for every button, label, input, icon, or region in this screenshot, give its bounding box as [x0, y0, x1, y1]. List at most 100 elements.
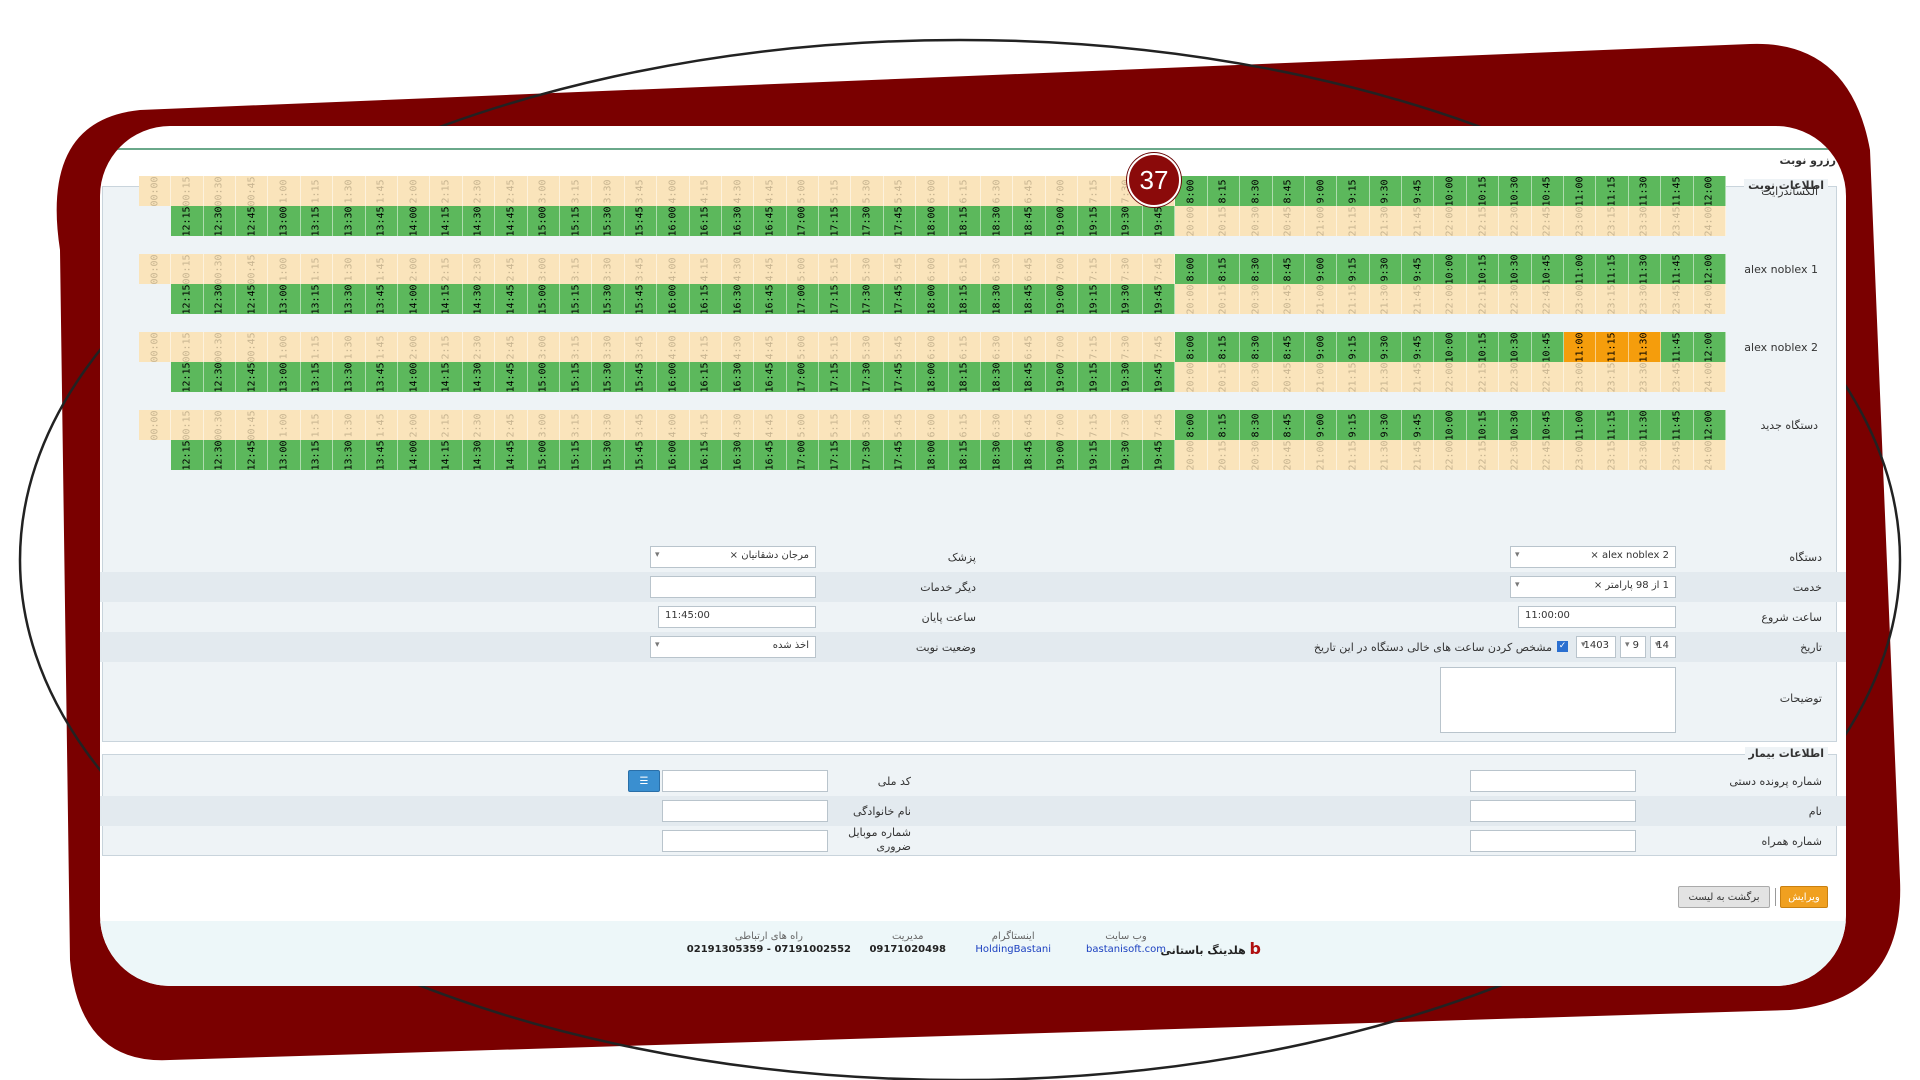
time-slot[interactable]: 13:15 [300, 206, 334, 236]
emergency-mobile-input[interactable] [662, 830, 828, 852]
time-slot[interactable]: 17:00 [786, 362, 820, 392]
time-slot[interactable]: 6:00 [916, 410, 949, 440]
time-slot[interactable]: 17:00 [786, 440, 820, 470]
time-slot[interactable]: 7:30 [1110, 332, 1143, 362]
time-slot[interactable]: 3:15 [559, 254, 593, 284]
time-slot[interactable]: 13:45 [365, 362, 398, 392]
time-slot[interactable]: 16:15 [689, 206, 722, 236]
time-slot[interactable]: 4:15 [689, 254, 722, 284]
time-slot[interactable]: 7:15 [1078, 254, 1111, 284]
time-slot[interactable]: 11:30 [1628, 254, 1662, 284]
time-slot[interactable]: 4:00 [657, 176, 690, 206]
time-slot[interactable]: 3:15 [559, 176, 593, 206]
time-slot[interactable]: 11:00 [1564, 176, 1597, 206]
time-slot[interactable]: 15:15 [559, 206, 593, 236]
time-slot[interactable]: 16:15 [689, 440, 722, 470]
time-slot[interactable]: 00:00 [138, 410, 172, 440]
time-slot[interactable]: 3:30 [592, 176, 625, 206]
time-slot[interactable]: 16:15 [689, 284, 722, 314]
time-slot[interactable]: 12:30 [203, 284, 237, 314]
time-slot[interactable]: 6:15 [948, 254, 982, 284]
edit-button[interactable]: ویرایش [1780, 886, 1828, 908]
time-slot[interactable]: 11:15 [1596, 176, 1629, 206]
time-slot[interactable]: 7:00 [1045, 254, 1079, 284]
time-slot[interactable]: 17:45 [883, 440, 917, 470]
time-slot[interactable]: 18:30 [981, 440, 1014, 470]
time-slot[interactable]: 10:00 [1434, 332, 1467, 362]
time-slot[interactable]: 13:45 [365, 284, 398, 314]
time-slot[interactable]: 16:30 [721, 440, 755, 470]
time-slot[interactable]: 6:30 [981, 410, 1014, 440]
time-slot[interactable]: 15:00 [527, 440, 560, 470]
time-slot[interactable]: 3:15 [559, 332, 593, 362]
time-slot[interactable]: 17:00 [786, 284, 820, 314]
time-slot[interactable]: 6:15 [948, 176, 982, 206]
time-slot[interactable]: 18:00 [916, 284, 949, 314]
time-slot[interactable]: 20:45 [1272, 440, 1305, 470]
time-slot[interactable]: 8:45 [1272, 176, 1305, 206]
time-slot[interactable]: 9:45 [1402, 254, 1435, 284]
time-slot[interactable]: 3:45 [624, 332, 658, 362]
time-slot[interactable]: 23:45 [1661, 206, 1694, 236]
time-slot[interactable]: 13:00 [268, 440, 301, 470]
time-slot[interactable]: 2:30 [462, 410, 496, 440]
time-slot[interactable]: 19:30 [1110, 206, 1143, 236]
time-slot[interactable]: 21:45 [1402, 362, 1435, 392]
time-slot[interactable]: 9:00 [1304, 176, 1338, 206]
time-slot[interactable]: 3:00 [527, 332, 560, 362]
time-slot[interactable]: 5:15 [819, 254, 852, 284]
time-slot[interactable]: 16:00 [657, 362, 690, 392]
time-slot[interactable]: 4:15 [689, 176, 722, 206]
time-slot[interactable]: 22:45 [1531, 440, 1565, 470]
time-slot[interactable]: 11:00 [1564, 332, 1597, 362]
time-slot[interactable]: 00:00 [138, 254, 172, 284]
time-slot[interactable]: 13:30 [333, 440, 366, 470]
time-slot[interactable]: 2:45 [495, 332, 528, 362]
time-slot[interactable]: 00:45 [236, 176, 269, 206]
time-slot[interactable]: 13:30 [333, 206, 366, 236]
time-slot[interactable]: 18:00 [916, 440, 949, 470]
time-slot[interactable]: 20:30 [1240, 440, 1273, 470]
time-slot[interactable]: 15:15 [559, 362, 593, 392]
time-slot[interactable]: 00:30 [203, 332, 237, 362]
time-slot[interactable]: 14:15 [430, 206, 463, 236]
time-slot[interactable]: 4:30 [721, 410, 755, 440]
footer-website-link[interactable]: bastanisoft.com [1086, 944, 1166, 955]
date-year-select[interactable]: 1403 [1576, 636, 1616, 658]
time-slot[interactable]: 14:45 [495, 284, 528, 314]
time-slot[interactable]: 21:30 [1369, 284, 1403, 314]
time-slot[interactable]: 12:45 [236, 206, 269, 236]
time-slot[interactable]: 8:15 [1207, 254, 1241, 284]
time-slot[interactable]: 16:00 [657, 440, 690, 470]
time-slot[interactable]: 10:45 [1531, 332, 1565, 362]
time-slot[interactable]: 20:00 [1175, 362, 1208, 392]
time-slot[interactable]: 15:30 [592, 206, 625, 236]
time-slot[interactable]: 3:45 [624, 254, 658, 284]
time-slot[interactable]: 4:00 [657, 332, 690, 362]
national-code-input[interactable] [662, 770, 828, 792]
time-slot[interactable]: 23:00 [1564, 440, 1597, 470]
time-slot[interactable]: 22:30 [1499, 284, 1532, 314]
time-slot[interactable]: 3:15 [559, 410, 593, 440]
time-slot[interactable]: 2:30 [462, 254, 496, 284]
time-slot[interactable]: 4:00 [657, 254, 690, 284]
start-time-input[interactable]: 11:00:00 [1518, 606, 1676, 628]
time-slot[interactable]: 16:00 [657, 206, 690, 236]
time-slot[interactable]: 22:30 [1499, 440, 1532, 470]
time-slot[interactable]: 3:30 [592, 332, 625, 362]
time-slot[interactable]: 20:45 [1272, 362, 1305, 392]
time-slot[interactable]: 9:30 [1369, 410, 1403, 440]
time-slot[interactable]: 15:00 [527, 284, 560, 314]
time-slot[interactable]: 9:30 [1369, 332, 1403, 362]
time-slot[interactable]: 18:45 [1013, 362, 1046, 392]
time-slot[interactable]: 20:45 [1272, 284, 1305, 314]
time-slot[interactable]: 3:30 [592, 254, 625, 284]
time-slot[interactable]: 14:30 [462, 206, 496, 236]
time-slot[interactable]: 19:15 [1078, 362, 1111, 392]
time-slot[interactable]: 19:45 [1142, 440, 1176, 470]
time-slot[interactable]: 23:15 [1596, 206, 1629, 236]
time-slot[interactable]: 8:30 [1240, 254, 1273, 284]
time-slot[interactable]: 9:00 [1304, 410, 1338, 440]
time-slot[interactable]: 13:15 [300, 284, 334, 314]
time-slot[interactable]: 23:30 [1628, 206, 1662, 236]
